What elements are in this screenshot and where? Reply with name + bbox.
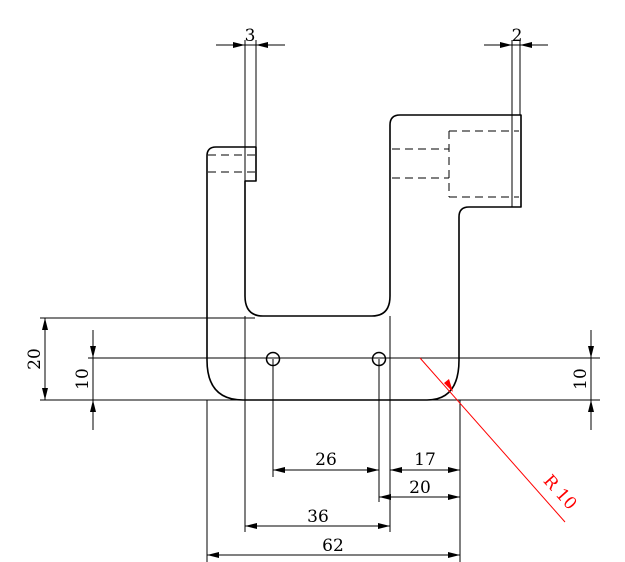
dim-right-hole-to-edge: 17 [414, 450, 436, 470]
part-outline [206, 114, 522, 401]
dim-top-right-width: 2 [512, 26, 523, 46]
radius-leader [419, 357, 566, 523]
dim-hole-spacing: 26 [315, 450, 337, 470]
holes [265, 351, 387, 367]
dim-overall-width: 62 [322, 536, 344, 556]
dim-top-left-width: 3 [245, 26, 256, 46]
dim-slot-right-to-edge: 20 [409, 478, 431, 498]
dim-right-height: 10 [571, 368, 591, 390]
dim-slot-width: 36 [307, 507, 329, 527]
arrowheads [42, 42, 594, 558]
dimension-lines [44, 44, 592, 556]
dim-corner-radius: R 10 [539, 471, 581, 514]
extension-lines [40, 40, 600, 562]
dim-left-inner-height: 10 [73, 368, 93, 390]
dim-left-outer-height: 20 [25, 348, 45, 370]
hidden-lines [208, 130, 519, 198]
dimension-texts: 3 2 20 10 10 26 17 20 36 62 R 10 [25, 26, 591, 556]
